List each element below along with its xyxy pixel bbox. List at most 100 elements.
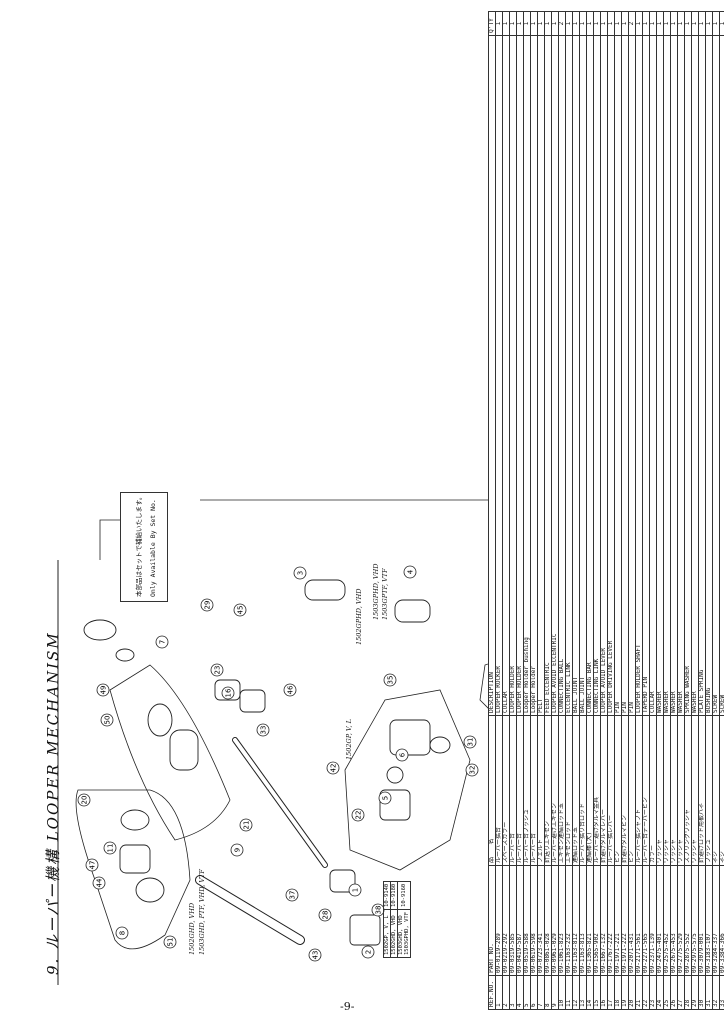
cell-ref: 12 [572, 975, 580, 1010]
cell-ref: 19 [621, 975, 629, 1010]
cell-part-no: 09-1365-821 [586, 865, 594, 976]
cell-part-no: 09-0961-029 [551, 865, 559, 976]
callout-number: 46 [286, 685, 294, 694]
cell-ref: 14 [586, 975, 594, 1010]
callout-number: 29 [203, 601, 211, 610]
cell-ref: 18 [614, 975, 622, 1010]
cell-part-no: 09-0723-341 [537, 865, 545, 976]
cell-qty: 1 [656, 11, 664, 36]
cell-ref: 24 [656, 975, 664, 1010]
callout-number: 45 [236, 606, 244, 615]
group-outline-51 [75, 789, 191, 950]
callout-circle [256, 723, 270, 737]
cell-name-jp: 針避けダルマピン [621, 715, 629, 866]
cell-part-no: 09-2975-575 [691, 865, 699, 976]
cell-part-no: 09-2675-453 [670, 865, 678, 976]
cell-ref: 9 [551, 975, 559, 1010]
callout-6: 6 [395, 748, 409, 762]
cell-ref: 21 [635, 975, 643, 1010]
cell-part-no: 09-2371-139 [649, 865, 657, 976]
cell-part-no: 09-0419-587 [516, 865, 524, 976]
cell-description: PIN [614, 35, 622, 716]
callout-number: 50 [103, 716, 111, 725]
callout-45: 45 [233, 603, 247, 617]
callout-number: 42 [329, 764, 337, 773]
cell-part-no: 09-1163-812 [572, 865, 580, 976]
callout-49: 49 [96, 683, 110, 697]
cell-part-no: 09-3183-107 [705, 865, 713, 976]
cell-part-no: 09-0861-028 [544, 865, 552, 976]
cell-name-jp: ルーパー揺シャフト [635, 715, 643, 866]
cell-description: COLLAR [649, 35, 657, 716]
cell-qty: 1 [705, 11, 713, 36]
cell-ref: 10 [558, 975, 566, 1010]
cell-part-no: 09-2171-561 [635, 865, 643, 976]
cell-name-jp: ブッシュ [705, 715, 713, 866]
cell-qty: 1 [677, 11, 685, 36]
callout-20: 20 [77, 793, 91, 807]
model-label-left-1: 1502GHD, VHD [188, 902, 196, 955]
callout-number: 35 [386, 676, 394, 685]
cell-qty: 1 [642, 11, 650, 36]
cell-qty: 1 [649, 11, 657, 36]
cell-description: LOOPER HOLDER [516, 35, 524, 716]
cell-qty: 1 [698, 11, 706, 36]
cell-ref: 25 [663, 975, 671, 1010]
col-header-part: PART NO. [488, 865, 496, 976]
cell-ref: 13 [579, 975, 587, 1010]
cell-description: SPRING WASHER [684, 35, 692, 716]
callout-number: 4 [406, 569, 414, 574]
callout-46: 46 [283, 683, 297, 697]
model-label-mid: 1502GP, V, L [345, 719, 353, 760]
cell-part-no: 09-1163-813 [579, 865, 587, 976]
callout-circle [92, 876, 106, 890]
note-box: 本部品はセットで補給いたします。 Only Available By Set N… [120, 492, 168, 602]
note-jp: 本部品はセットで補給いたします。 [135, 493, 143, 597]
cell-description: BALL JOINT [579, 35, 587, 716]
callout-number: 28 [321, 911, 329, 920]
model-code: 10-9160 [397, 881, 411, 910]
callout-number: 47 [88, 861, 96, 870]
cell-name-jp: スペースカラー [502, 715, 510, 866]
cell-part-no: 09-2775-529 [677, 865, 685, 976]
exploded-parts-diagram [57, 499, 488, 985]
cell-part-no: 09-2475-401 [656, 865, 664, 976]
callout-38: 38 [371, 903, 385, 917]
cell-ref: 29 [691, 975, 699, 1010]
cell-description: WASHER [663, 35, 671, 716]
callout-number: 51 [166, 938, 174, 947]
cell-name-jp: 針送りエキセン [544, 715, 552, 866]
cell-name-jp: スプリングワッシャ [684, 715, 692, 866]
cell-qty: 2 [558, 11, 566, 36]
callout-number: 3 [296, 571, 304, 575]
callout-29: 29 [200, 598, 214, 612]
cell-name-jp: エキセンロッド [565, 715, 573, 866]
group-outline-53 [479, 663, 488, 709]
model-models: 1502GP, V, L [383, 909, 391, 958]
model-label-detail-4b: 1503GPTF, VTF [381, 568, 389, 620]
cell-name-jp: ルーパー台 [516, 715, 524, 866]
callout-number: 6 [398, 752, 406, 757]
callout-35: 35 [383, 673, 397, 687]
cell-ref: 20 [628, 975, 636, 1010]
page-number: -9- [340, 1000, 355, 1013]
cell-description: LOOPER ROCKER [495, 35, 503, 716]
cell-ref: 31 [705, 975, 713, 1010]
callout-1: 1 [348, 883, 362, 897]
cell-part-no: 09-2271-565 [642, 865, 650, 976]
cell-name-jp: カラー [649, 715, 657, 866]
cell-qty: 1 [670, 11, 678, 36]
